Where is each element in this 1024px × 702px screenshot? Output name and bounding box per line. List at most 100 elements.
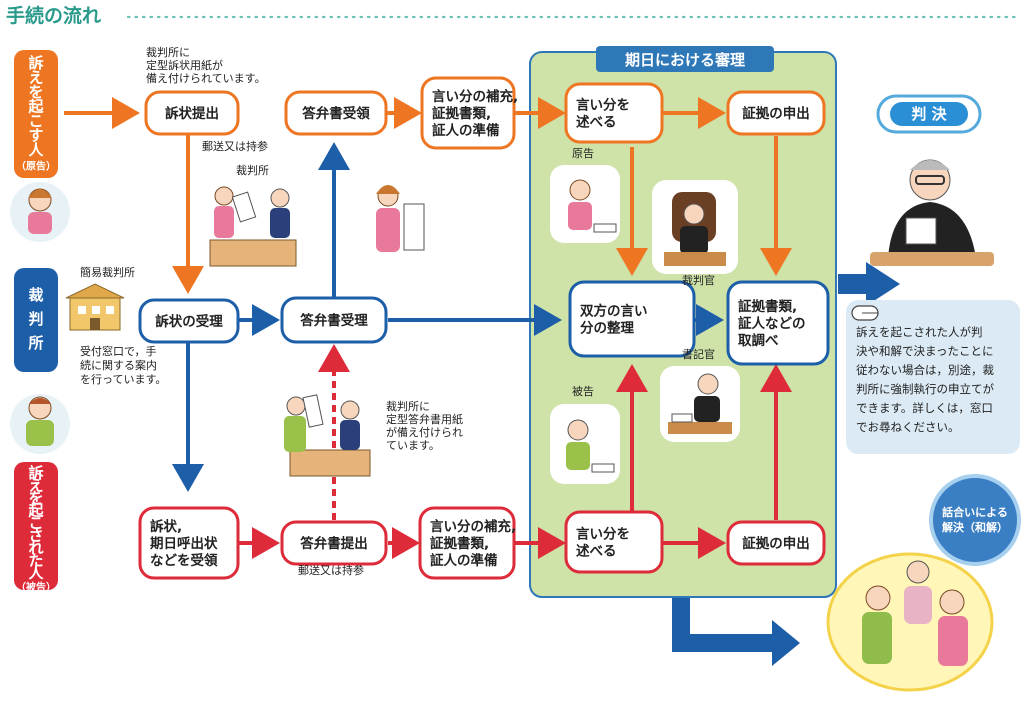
box-iibun-noberu-bottom: 言い分を述べる — [564, 510, 664, 574]
box-iibun-hoju-bottom: 言い分の補充,証拠書類,証人の準備 — [418, 506, 516, 580]
text-line: 裁判所に — [146, 46, 190, 59]
plaintiff-label: 訴えを起こす人（原告） — [16, 54, 56, 173]
text-line: 証拠の申出 — [742, 105, 810, 122]
text-line: 証拠の申出 — [742, 535, 810, 552]
actor-char: え — [28, 69, 43, 87]
box-sojo-juri: 訴状の受理 — [138, 298, 240, 344]
defendant-person-illustration — [10, 394, 70, 454]
box-shoko-shorui-torishirabe: 証拠書類,証人などの取調べ — [726, 280, 830, 366]
actor-char: 訴 — [28, 54, 43, 72]
box-label: 言い分を述べる — [576, 526, 630, 560]
text-line: 言い分の補充, — [430, 518, 516, 535]
label-genkoku: 原告 — [572, 147, 594, 160]
actor-char: を — [28, 83, 43, 101]
actor-plaintiff: 訴えを起こす人（原告） — [14, 50, 58, 178]
text-line: 期日呼出状 — [150, 535, 218, 552]
note-court-form-plaintiff: 裁判所に定型訴状用紙が備え付けられています。 — [146, 46, 266, 85]
box-label: 答弁書受領 — [302, 105, 370, 122]
text-line: などを受領 — [150, 552, 218, 569]
text-line: 分の整理 — [580, 320, 634, 337]
note-court-label-img: 裁判所 — [236, 164, 269, 177]
wakai-people-illustration — [826, 552, 994, 692]
enforcement-text: 訴えを起こされた人が判決や和解で決まったことに従わない場合は，別途，裁判所に強制… — [856, 325, 994, 434]
plaintiff-with-document-illustration — [376, 185, 425, 252]
wakai-text: 話合いによる解決（和解） — [942, 505, 1008, 534]
judge-illustration-icon — [870, 159, 994, 266]
box-sojo-kijitsu: 訴状,期日呼出状などを受領 — [138, 506, 240, 580]
label-hikoku: 被告 — [572, 385, 594, 398]
text-line: 解決（和解） — [942, 520, 1008, 534]
box-label: 訴状,期日呼出状などを受領 — [150, 518, 218, 569]
text-line: 訴状の受理 — [155, 313, 223, 330]
arrow-to-hanketsu — [838, 262, 900, 306]
box-label: 言い分の補充,証拠書類,証人の準備 — [430, 518, 516, 569]
note-reception: 受付窓口で，手続に関する案内を行っています。 — [80, 344, 166, 386]
box-sojo-teishutsu: 訴状提出 — [144, 90, 240, 136]
actor-char: （被告） — [16, 581, 56, 594]
text-line: 話合いによる — [942, 505, 1008, 519]
actor-char: す — [28, 127, 43, 145]
hanketsu-label: 判 決 — [911, 105, 947, 123]
text-line: 答弁書提出 — [300, 535, 368, 552]
actor-defendant: 訴えを起こされた人（被告） — [14, 462, 58, 594]
box-label: 言い分を述べる — [576, 97, 630, 131]
text-line: 受付窓口で，手 — [80, 344, 157, 358]
text-line: 訴状提出 — [165, 105, 219, 122]
text-line: 備え付けられています。 — [146, 72, 266, 85]
text-line: 取調べ — [738, 332, 779, 349]
text-line: 訴状, — [150, 518, 182, 535]
box-shoko-moushide-top: 証拠の申出 — [726, 90, 826, 136]
text-line: 言い分の補充, — [432, 88, 518, 105]
defendant-label: 訴えを起こされた人（被告） — [16, 464, 56, 594]
text-line: 述べる — [576, 543, 617, 560]
note-mail-or-bring-top: 郵送又は持参 — [202, 139, 268, 153]
actor-char: 訴 — [28, 464, 43, 482]
actor-char: 裁 — [28, 286, 43, 304]
actor-char: 起 — [27, 502, 44, 520]
actor-court: 裁判所 — [14, 268, 58, 372]
saibankan-illustration — [652, 180, 738, 274]
actor-char: れ — [28, 539, 43, 557]
hearing-panel-header — [596, 46, 774, 72]
note-kan-i-court: 簡易裁判所 — [80, 265, 135, 279]
enforcement-note: 訴えを起こされた人が判決や和解で決まったことに従わない場合は，別途，裁判所に強制… — [846, 300, 1020, 454]
arrow-to-wakai — [672, 598, 800, 666]
text-line: 判所に強制執行の申立てが — [856, 382, 994, 396]
text-line: 証人などの — [738, 315, 806, 332]
court-building-icon — [65, 283, 125, 331]
box-label: 言い分の補充,証拠書類,証人の準備 — [432, 88, 518, 139]
shokikan-illustration — [660, 366, 740, 442]
box-label: 双方の言い分の整理 — [580, 303, 648, 337]
box-label: 証拠の申出 — [742, 105, 810, 122]
text-line: 定型訴状用紙が — [146, 58, 223, 72]
text-line: 従わない場合は，別途，裁 — [856, 363, 994, 377]
text-line: 答弁書受理 — [300, 312, 368, 329]
box-tobensho-teishutsu: 答弁書提出 — [280, 520, 388, 566]
text-line: 決や和解で決まったことに — [856, 344, 994, 358]
text-line: 述べる — [576, 114, 617, 131]
actor-char: え — [28, 477, 43, 495]
box-soho-iibun-seiri: 双方の言い分の整理 — [568, 280, 696, 358]
text-line: 訴えを起こされた人が判 — [856, 325, 983, 339]
actor-char: こ — [28, 514, 43, 532]
actor-char: 人 — [28, 141, 44, 159]
text-line: 定型答弁書用紙 — [386, 412, 463, 426]
wakai-badge: 話合いによる解決（和解） — [929, 474, 1021, 566]
hikoku-illustration — [550, 404, 620, 484]
court-label: 裁判所 — [28, 286, 43, 352]
filing-counter-illustration — [209, 186, 297, 267]
text-line: できます。詳しくは，窓口 — [856, 401, 993, 415]
box-label: 証拠の申出 — [742, 535, 810, 552]
text-line: 裁判所に — [386, 400, 430, 413]
pointing-hand-icon — [851, 305, 879, 321]
text-line: 証拠書類, — [738, 298, 797, 315]
box-label: 答弁書受理 — [300, 312, 368, 329]
actor-char: 所 — [28, 334, 43, 352]
box-tobensho-juryo: 答弁書受領 — [284, 90, 388, 136]
actor-char: 判 — [28, 310, 43, 328]
actor-char: 人 — [28, 564, 44, 582]
text-line: が備え付けられ — [386, 425, 463, 439]
actor-char: を — [28, 489, 43, 507]
genkoku-illustration — [550, 165, 620, 243]
